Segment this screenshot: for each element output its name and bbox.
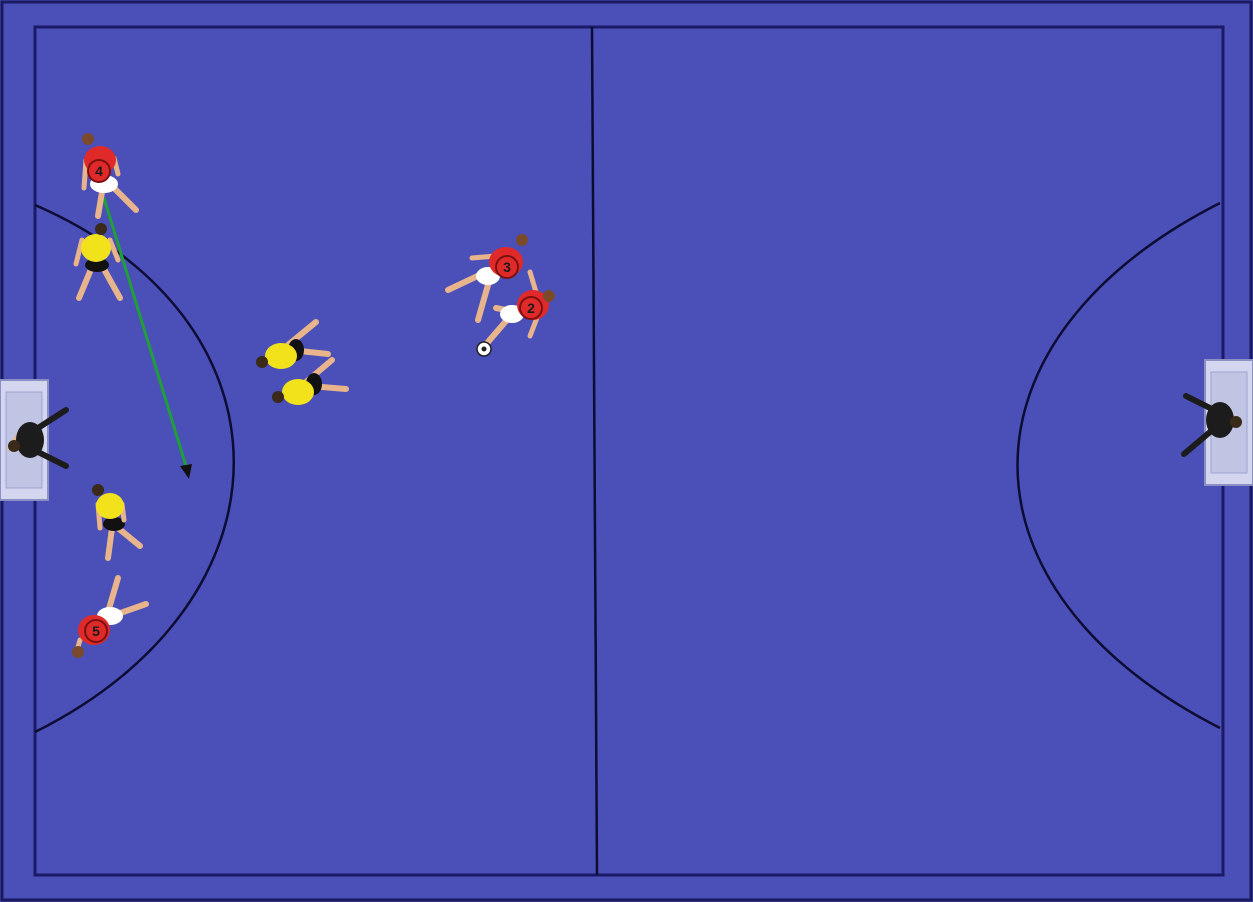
player-number: 2 (527, 300, 535, 316)
player-number: 3 (503, 259, 511, 275)
football-icon (477, 342, 491, 356)
player-number: 5 (92, 623, 100, 639)
player-number: 4 (95, 163, 103, 179)
